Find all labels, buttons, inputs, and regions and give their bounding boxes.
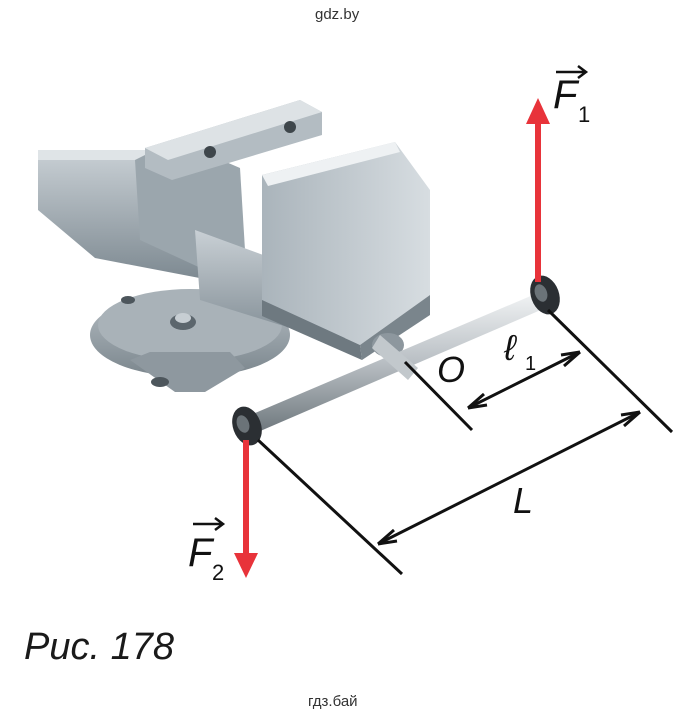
handle-knob-right-highlight bbox=[534, 284, 548, 302]
mount-hole bbox=[121, 296, 135, 304]
vise-base-foot bbox=[130, 352, 245, 392]
vise-illustration bbox=[38, 100, 430, 392]
label-arm-long: L bbox=[513, 480, 533, 521]
label-pivot: O bbox=[437, 349, 465, 390]
f2-extension-line bbox=[256, 438, 404, 576]
figure-caption: Рис. 178 bbox=[24, 626, 174, 668]
label-f2-letter: F bbox=[188, 531, 215, 575]
watermark-bottom: гдз.бай bbox=[308, 693, 358, 710]
handle-knob-left-highlight bbox=[236, 415, 250, 433]
force-arrow-f1 bbox=[526, 98, 550, 282]
slide-rail-top bbox=[38, 150, 150, 160]
label-arm-short: ℓ 1 bbox=[503, 327, 536, 375]
jaw-plate-top bbox=[145, 100, 322, 160]
arm-short-dimension bbox=[467, 350, 581, 410]
fixed-jaw-underside bbox=[262, 300, 362, 360]
label-f1-subscript: 1 bbox=[578, 102, 590, 127]
pivot-extension-line bbox=[403, 360, 474, 432]
label-f1: F 1 bbox=[553, 65, 590, 127]
label-arm-short-letter: ℓ bbox=[503, 327, 518, 368]
label-f1-letter: F bbox=[553, 73, 580, 117]
mount-hole bbox=[151, 377, 169, 387]
force-f1-arrowhead bbox=[526, 98, 550, 124]
bolt-head bbox=[175, 313, 191, 323]
fixed-jaw-top bbox=[262, 142, 400, 186]
fixed-jaw bbox=[262, 142, 430, 345]
arm-short-arrow-right bbox=[560, 350, 581, 368]
jaw-screw-icon bbox=[204, 146, 216, 158]
arm-short-arrow-left bbox=[467, 392, 488, 410]
dimension-lines bbox=[256, 308, 674, 576]
jaw-screw-icon bbox=[284, 121, 296, 133]
arm-long-dimension bbox=[377, 410, 641, 546]
force-f2-arrowhead bbox=[234, 553, 258, 578]
f1-extension-line bbox=[546, 308, 674, 434]
watermark-top: gdz.by bbox=[315, 6, 360, 23]
label-f2: F 2 bbox=[188, 517, 226, 585]
vector-arrow-icon bbox=[193, 517, 226, 531]
arm-long-arrow-left bbox=[377, 528, 398, 546]
lever-handle bbox=[232, 275, 560, 446]
force-arrow-f2 bbox=[234, 440, 258, 578]
vector-arrow-icon bbox=[556, 65, 589, 79]
label-arm-short-subscript: 1 bbox=[525, 353, 536, 375]
label-f2-subscript: 2 bbox=[212, 560, 224, 585]
screw-shaft bbox=[372, 335, 418, 380]
arm-long-arrow-right bbox=[620, 410, 641, 428]
